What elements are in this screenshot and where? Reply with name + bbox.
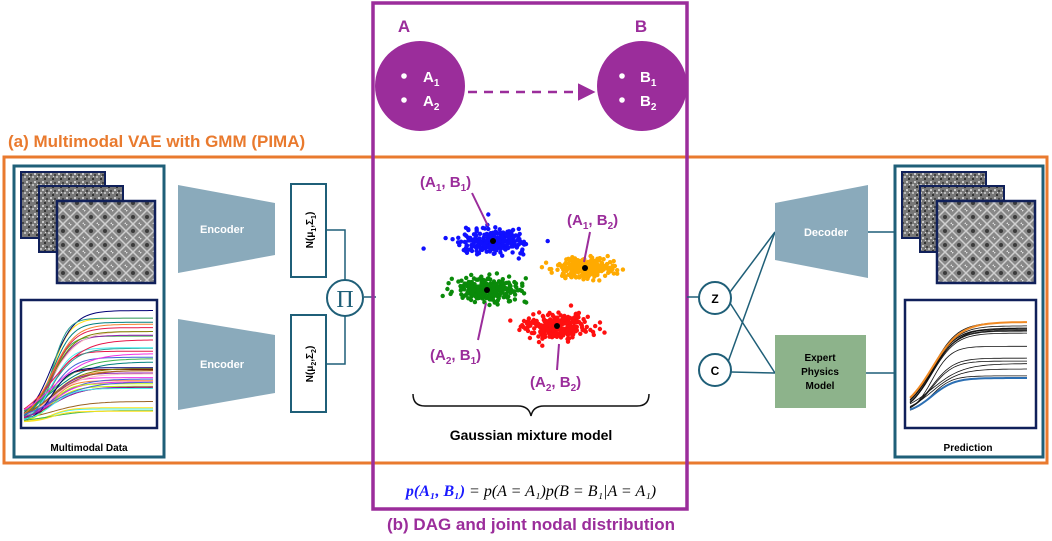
joint-equation: p(A₁, B₁)= p(A = A₁)p(B = B₁|A = A₁) xyxy=(404,483,656,500)
distribution-1-label: N(μ1,Σ1) xyxy=(305,212,318,249)
physics-model-box xyxy=(775,335,866,408)
cluster-label-a2-b1: (A2, B1) xyxy=(430,347,481,367)
distribution-box-1 xyxy=(290,183,327,278)
cluster-pointer-a1-b1 xyxy=(471,192,489,227)
node-b-bullet xyxy=(619,73,625,79)
gmm-cluster-mean xyxy=(554,323,560,329)
decoder-connectors xyxy=(727,231,905,374)
latent-c-label: C xyxy=(711,364,720,378)
gmm-cluster-mean xyxy=(484,287,490,293)
cluster-pointer-a2-b2 xyxy=(556,343,560,371)
gmm-caption: Gaussian mixture model xyxy=(450,427,613,443)
latent-z-label: Z xyxy=(711,292,718,306)
latent-z-node xyxy=(698,281,732,315)
panel-b-title: (b) DAG and joint nodal distribution xyxy=(387,515,675,534)
cluster-label-a2-b2: (A2, B2) xyxy=(530,374,581,394)
physics-model-line-1: Expert xyxy=(804,353,836,364)
node-a-bullet xyxy=(401,73,407,79)
node-b-item-2: B2 xyxy=(640,93,657,113)
gmm-cluster-mean xyxy=(582,265,588,271)
prediction-image-stack xyxy=(901,171,1037,285)
prediction-curves-plot xyxy=(909,321,1028,411)
cluster-label-a1-b1: (A1, B1) xyxy=(420,174,471,194)
node-a-item-2: A2 xyxy=(423,93,440,113)
panel-a-frame xyxy=(2,155,1049,465)
gmm-cluster xyxy=(440,271,529,308)
physics-model-line-3: Model xyxy=(806,381,835,392)
gmm-cluster xyxy=(539,253,626,283)
cluster-pointer-a2-b1 xyxy=(477,302,487,341)
input-image-stack xyxy=(20,171,157,285)
distribution-2-label: N(μ2,Σ2) xyxy=(305,346,318,383)
panel-a-title: (a) Multimodal VAE with GMM (PIMA) xyxy=(8,132,305,151)
decoder xyxy=(775,185,868,278)
input-curves-plot xyxy=(23,310,154,423)
physics-model-line-2: Physics xyxy=(801,367,839,378)
gmm-brace xyxy=(412,393,650,417)
equation-lhs: p(A₁, B₁) xyxy=(404,483,465,500)
distribution-box-2 xyxy=(290,314,327,413)
encoder-1-label: Encoder xyxy=(200,224,245,236)
product-node xyxy=(326,279,364,317)
latent-c-node xyxy=(698,353,732,387)
node-a xyxy=(375,41,465,131)
product-symbol: Π xyxy=(336,287,353,313)
encoder-2-label: Encoder xyxy=(200,359,245,371)
gmm-cluster xyxy=(421,212,550,261)
node-b-item-1: B1 xyxy=(640,69,657,89)
input-caption: Multimodal Data xyxy=(50,443,128,454)
prediction-caption: Prediction xyxy=(944,443,993,454)
node-b-label: B xyxy=(635,17,647,36)
node-a-label: A xyxy=(398,17,410,36)
cluster-label-a1-b2: (A1, B2) xyxy=(567,212,618,232)
equation-rhs: = p(A = A₁)p(B = B₁|A = A₁) xyxy=(469,483,656,500)
node-b xyxy=(597,41,687,131)
panel-b-frame xyxy=(371,1,689,511)
encoder-2 xyxy=(178,319,275,410)
encoder-1 xyxy=(178,185,275,273)
gmm-cluster xyxy=(508,303,607,348)
gmm-cluster-mean xyxy=(490,238,496,244)
node-b-bullet xyxy=(619,97,625,103)
node-a-bullet xyxy=(401,97,407,103)
decoder-label: Decoder xyxy=(804,227,849,239)
node-a-item-1: A1 xyxy=(423,69,440,89)
cluster-pointer-a1-b2 xyxy=(583,231,591,263)
gmm-scatter xyxy=(421,212,626,348)
